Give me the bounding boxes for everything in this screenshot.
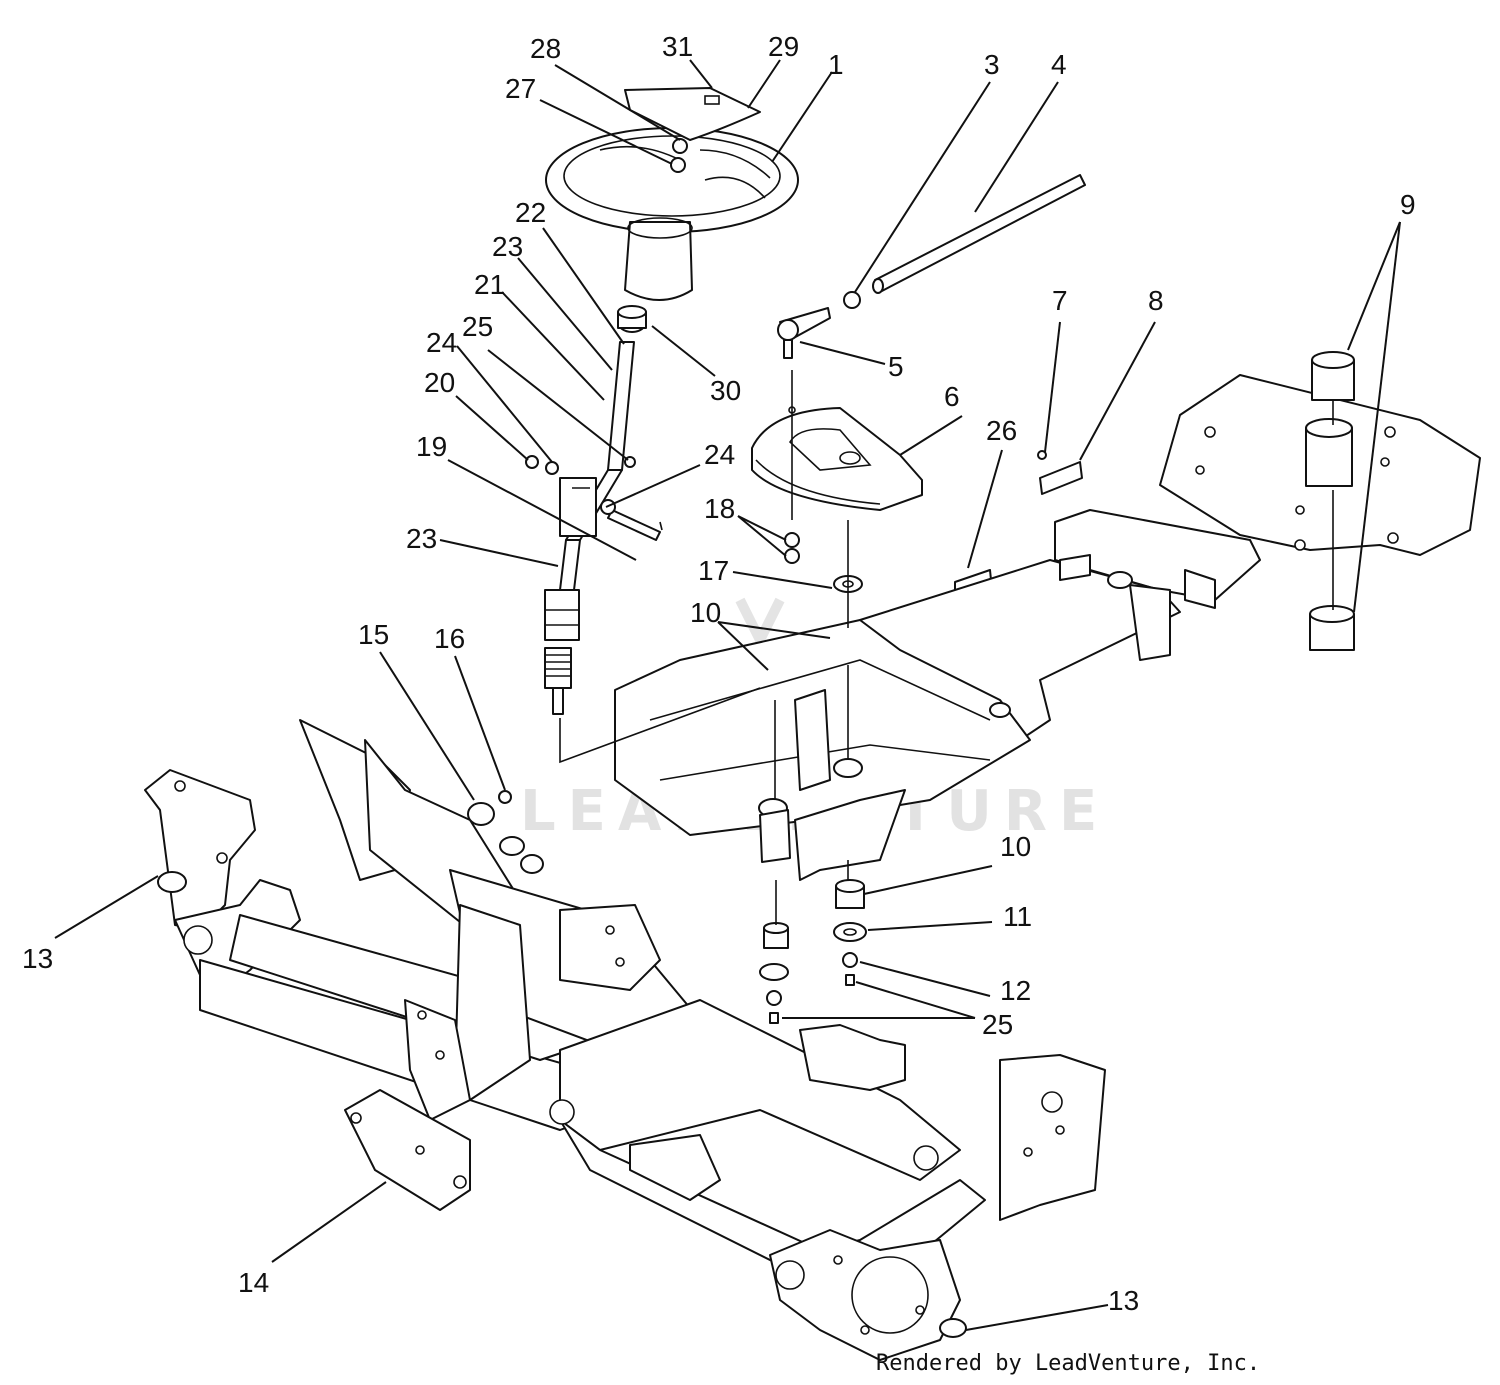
callout-24-lower: 24 (704, 439, 735, 470)
steering-wheel-cap[interactable] (624, 87, 761, 141)
callout-31: 31 (662, 31, 693, 62)
assembly-guide-lines (559, 370, 1334, 925)
callout-15: 15 (358, 619, 389, 650)
ball-joint[interactable] (777, 307, 831, 359)
callout-14: 14 (238, 1267, 269, 1298)
steering-shaft[interactable] (544, 341, 635, 715)
callout-28: 28 (530, 33, 561, 64)
callout-25-lower: 25 (982, 1009, 1013, 1040)
frame-bushing-right[interactable] (939, 1318, 967, 1338)
lower-washer[interactable] (759, 922, 867, 981)
callout-3: 3 (984, 49, 1000, 80)
callout-1: 1 (828, 49, 844, 80)
callout-23-upper: 23 (492, 231, 523, 262)
lower-bushing[interactable] (763, 879, 865, 949)
callout-16: 16 (434, 623, 465, 654)
render-credit: Rendered by LeadVenture, Inc. (876, 1351, 1260, 1376)
lower-nut[interactable] (766, 952, 858, 1006)
callout-26: 26 (986, 415, 1017, 446)
callout-22: 22 (515, 197, 546, 228)
pedal-bushing[interactable] (467, 802, 544, 874)
pivot-bushings[interactable] (1305, 351, 1355, 651)
callout-10-lower: 10 (1000, 831, 1031, 862)
callout-6: 6 (944, 381, 960, 412)
steering-wheel[interactable] (545, 127, 799, 301)
callout-12: 12 (1000, 975, 1031, 1006)
callout-5: 5 (888, 351, 904, 382)
callout-9: 9 (1400, 189, 1416, 220)
pedal-pin[interactable] (498, 790, 512, 804)
sector-gear[interactable] (751, 406, 923, 511)
callout-27: 27 (505, 73, 536, 104)
callout-4: 4 (1051, 49, 1067, 80)
callout-8: 8 (1148, 285, 1164, 316)
callout-13-right: 13 (1108, 1285, 1139, 1316)
callout-10-upper: 10 (690, 597, 721, 628)
callout-20: 20 (424, 367, 455, 398)
callout-23-lower: 23 (406, 523, 437, 554)
callout-18: 18 (704, 493, 735, 524)
callout-19: 19 (416, 431, 447, 462)
lower-cotter-pins[interactable] (769, 974, 855, 1024)
callout-numbers: 28 31 29 1 3 4 27 22 23 21 24 25 20 30 5… (22, 31, 1416, 1316)
callout-leaders (54, 59, 1401, 1331)
callout-24-upper: 24 (426, 327, 457, 358)
callout-25-upper: 25 (462, 311, 493, 342)
chassis-frame[interactable] (144, 719, 1106, 1361)
axle-support-frame[interactable] (614, 509, 1261, 881)
callout-7: 7 (1052, 285, 1068, 316)
decal-7-8[interactable] (1037, 450, 1083, 495)
drag-link[interactable] (872, 174, 1086, 294)
callout-13-left: 13 (22, 943, 53, 974)
callout-21: 21 (474, 269, 505, 300)
frame-bushing-left[interactable] (157, 871, 187, 893)
sector-nuts[interactable] (784, 532, 800, 564)
jam-nut[interactable] (843, 291, 861, 309)
callout-29: 29 (768, 31, 799, 62)
steering-bushing[interactable] (617, 305, 647, 333)
callout-11: 11 (1003, 901, 1032, 932)
callout-30: 30 (710, 375, 741, 406)
callout-17: 17 (698, 555, 729, 586)
